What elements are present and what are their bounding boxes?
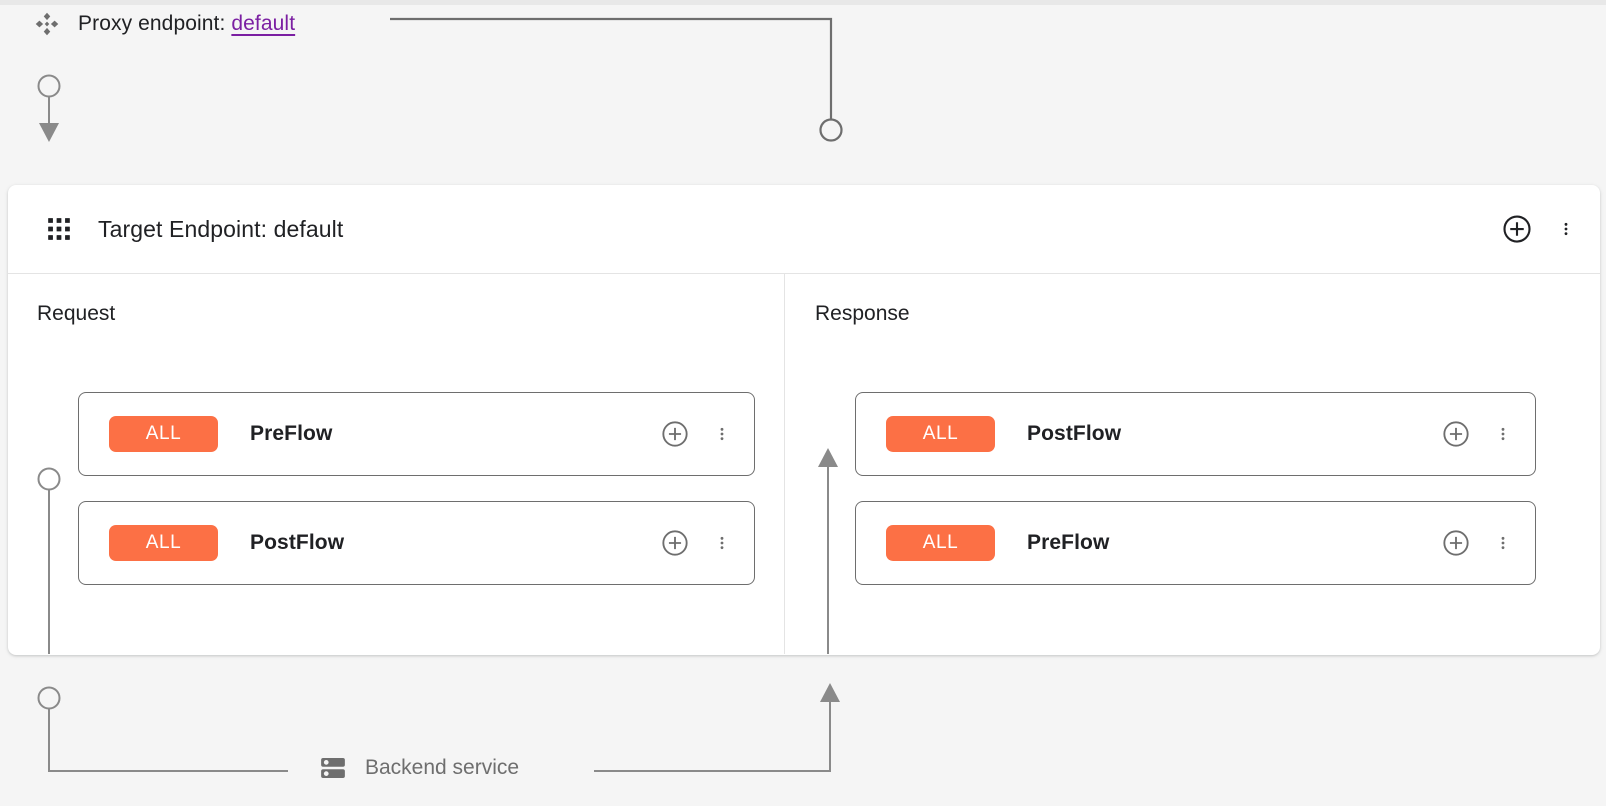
- server-icon: [318, 753, 348, 783]
- flow-row-actions: [660, 528, 730, 558]
- request-flow-list: ALL PreFlow: [78, 392, 755, 585]
- more-vert-icon[interactable]: [1495, 419, 1511, 449]
- flow-row-actions: [1441, 419, 1511, 449]
- backend-service-label: Backend service: [365, 756, 520, 779]
- backend-service[interactable]: Backend service: [318, 748, 519, 788]
- request-column-label: Request: [37, 302, 116, 325]
- target-endpoint-card: Target Endpoint: default: [8, 185, 1600, 655]
- add-circle-icon[interactable]: [1502, 214, 1532, 244]
- flow-condition-badge: ALL: [886, 525, 995, 561]
- flow-row-actions: [660, 419, 730, 449]
- flow-name-label: PreFlow: [1027, 531, 1110, 554]
- proxy-request-start-node: [37, 74, 61, 98]
- proxy-response-end-node: [819, 118, 843, 142]
- proxy-endpoint-label: Proxy endpoint:: [78, 12, 226, 35]
- apps-grid-icon: [46, 216, 72, 242]
- more-vert-icon[interactable]: [714, 528, 730, 558]
- add-circle-icon[interactable]: [660, 419, 690, 449]
- flow-condition-badge: ALL: [109, 525, 218, 561]
- backend-request-start-node: [37, 686, 61, 710]
- proxy-endpoint-title: Proxy endpoint: default: [78, 12, 295, 36]
- flow-name-label: PostFlow: [250, 531, 345, 554]
- more-vert-icon[interactable]: [1495, 528, 1511, 558]
- response-flow-arrowhead: [818, 448, 838, 467]
- response-column-label: Response: [815, 302, 910, 325]
- proxy-request-arrowhead: [39, 123, 59, 142]
- response-column: Response ALL PostFlow: [785, 274, 1600, 654]
- backend-response-connector-line: [594, 700, 831, 772]
- target-endpoint-body: Request ALL PreFlow: [8, 274, 1600, 654]
- target-endpoint-header: Target Endpoint: default: [8, 185, 1600, 274]
- proxy-endpoint-header: Proxy endpoint: default: [34, 8, 295, 40]
- flow-row[interactable]: ALL PreFlow: [855, 501, 1536, 585]
- diamond-cluster-icon: [34, 11, 60, 37]
- flow-row[interactable]: ALL PreFlow: [78, 392, 755, 476]
- add-circle-icon[interactable]: [660, 528, 690, 558]
- add-circle-icon[interactable]: [1441, 419, 1471, 449]
- flow-name-label: PreFlow: [250, 422, 333, 445]
- flow-row-actions: [1441, 528, 1511, 558]
- target-endpoint-title: Target Endpoint: default: [98, 215, 344, 242]
- response-flow-list: ALL PostFlow: [855, 392, 1536, 585]
- request-start-node: [37, 467, 61, 491]
- more-vert-icon[interactable]: [714, 419, 730, 449]
- proxy-response-connector-line: [390, 17, 833, 120]
- proxy-endpoint-link[interactable]: default: [231, 12, 296, 35]
- flow-row[interactable]: ALL PostFlow: [78, 501, 755, 585]
- flow-condition-badge: ALL: [886, 416, 995, 452]
- target-endpoint-actions: [1502, 214, 1574, 244]
- flow-row[interactable]: ALL PostFlow: [855, 392, 1536, 476]
- backend-response-arrowhead: [820, 683, 840, 702]
- backend-request-connector-line: [48, 708, 288, 772]
- flow-condition-badge: ALL: [109, 416, 218, 452]
- request-column: Request ALL PreFlow: [8, 274, 785, 654]
- flow-name-label: PostFlow: [1027, 422, 1122, 445]
- top-edge-strip: [0, 0, 1606, 5]
- add-circle-icon[interactable]: [1441, 528, 1471, 558]
- more-vert-icon[interactable]: [1558, 214, 1574, 244]
